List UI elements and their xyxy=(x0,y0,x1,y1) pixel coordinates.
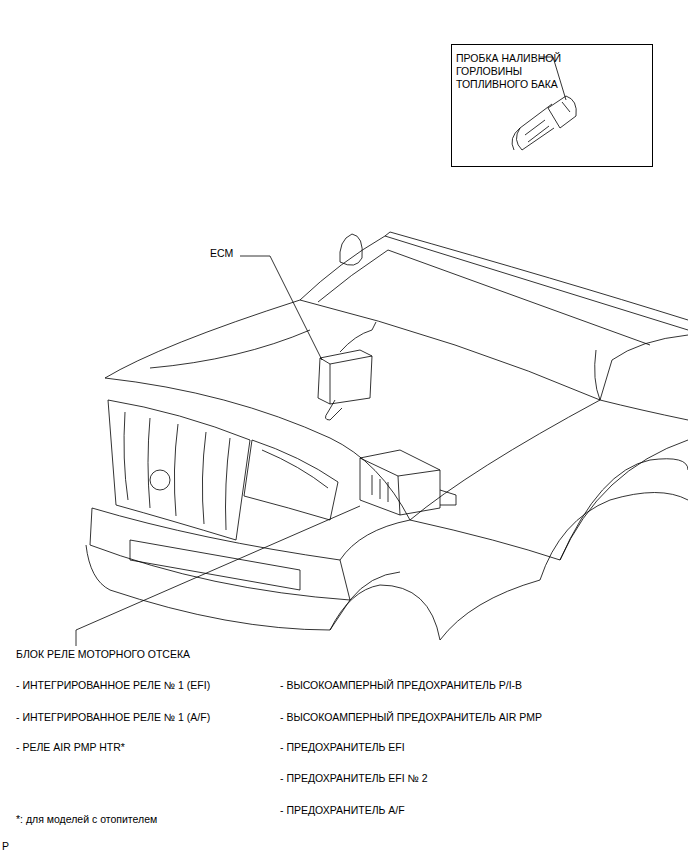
inset-caption: ПРОБКА НАЛИВНОЙ ГОРЛОВИНЫ ТОПЛИВНОГО БАК… xyxy=(456,52,568,91)
list-item: - ПРЕДОХРАНИТЕЛЬ EFI xyxy=(280,741,405,754)
list-item: - ПРЕДОХРАНИТЕЛЬ A/F xyxy=(280,804,405,817)
list-item: - ИНТЕГРИРОВАННОЕ РЕЛЕ № 1 (EFI) xyxy=(16,679,210,692)
list-item: - ПРЕДОХРАНИТЕЛЬ EFI № 2 xyxy=(280,772,428,785)
ecm-unit xyxy=(240,256,376,420)
footnote: *: для моделей с отопителем xyxy=(16,813,157,826)
list-item: - РЕЛЕ AIR PMP HTR* xyxy=(16,741,125,754)
list-item: - ВЫСОКОАМПЕРНЫЙ ПРЕДОХРАНИТЕЛЬ P/I-B xyxy=(280,679,522,692)
inset-box: ПРОБКА НАЛИВНОЙ ГОРЛОВИНЫ ТОПЛИВНОГО БАК… xyxy=(451,44,653,167)
component-label: ECM xyxy=(210,247,233,260)
list-item: - ИНТЕГРИРОВАННОЕ РЕЛЕ № 1 (A/F) xyxy=(16,711,210,724)
relay-block xyxy=(76,450,456,646)
list-item: - ВЫСОКОАМПЕРНЫЙ ПРЕДОХРАНИТЕЛЬ AIR PMP xyxy=(280,711,542,724)
component-label: БЛОК РЕЛЕ МОТОРНОГО ОТСЕКА xyxy=(16,648,190,661)
car-outline xyxy=(86,232,688,640)
page-mark: P xyxy=(2,840,9,852)
